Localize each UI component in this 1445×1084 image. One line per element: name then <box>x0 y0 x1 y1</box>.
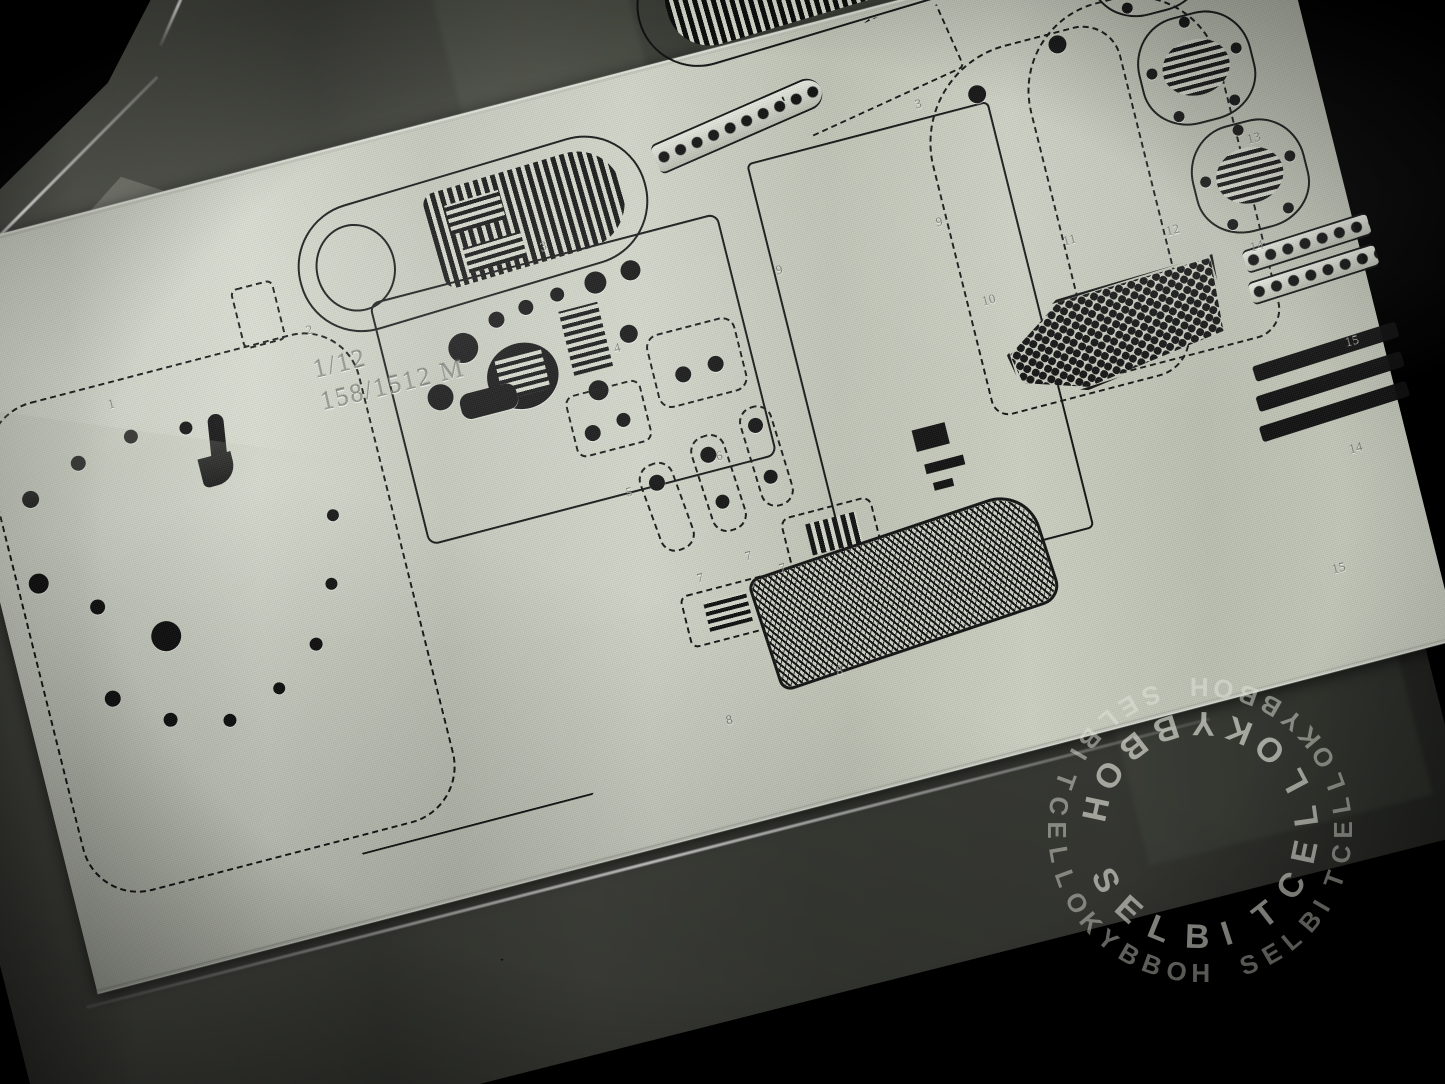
watermark-char: B <box>1184 917 1211 957</box>
watermark-char: L <box>1275 923 1308 957</box>
watermark-char: H <box>1191 958 1211 988</box>
part-outline <box>229 278 287 351</box>
watermark-char: I <box>1306 895 1337 917</box>
watermark-char: B <box>1292 904 1328 939</box>
watermark-char: T <box>1245 893 1286 937</box>
watermark-char: O <box>1164 954 1190 988</box>
part-2-bracket <box>229 278 287 351</box>
part-1-floor-pan <box>0 319 468 906</box>
watermark-char: B <box>1137 947 1166 982</box>
watermark-char <box>1214 956 1227 988</box>
watermark-char: B <box>1113 936 1145 972</box>
watermark-char: E <box>1256 936 1287 972</box>
watermark-char: S <box>1235 947 1263 982</box>
watermark-char: I <box>1216 914 1238 954</box>
